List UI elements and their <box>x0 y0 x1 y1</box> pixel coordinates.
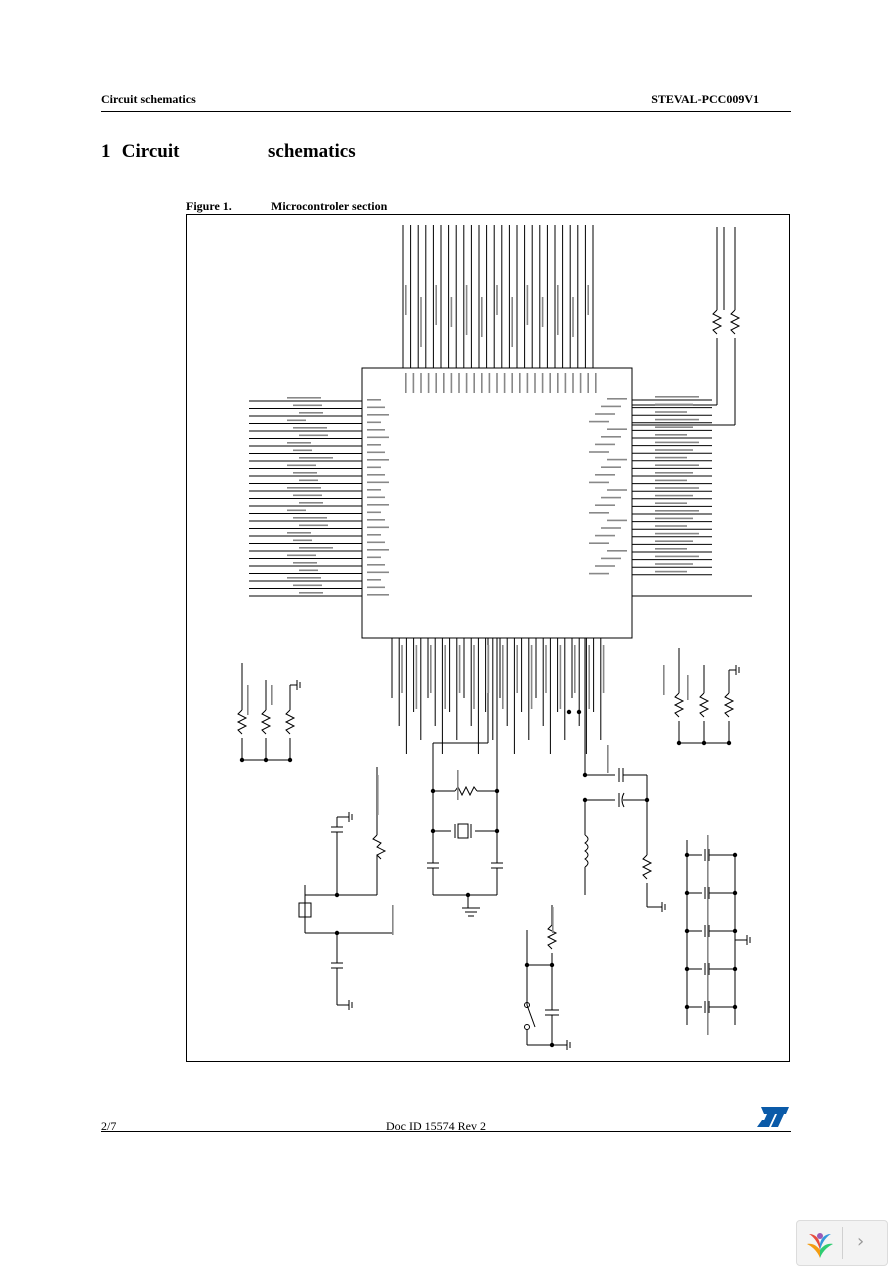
section-number: 1 <box>101 141 111 162</box>
figure-label: Figure 1. <box>186 199 232 213</box>
chevron-right-icon[interactable]: › <box>857 1231 865 1252</box>
page-navigation-widget: › <box>796 1220 888 1266</box>
junction-dots <box>239 709 738 1048</box>
footer-rule <box>101 1131 791 1132</box>
section-title-word-1: Circuit <box>121 141 180 162</box>
section-title-word-2: schematics <box>268 141 356 162</box>
section-heading: 1 Circuit schematics <box>101 141 356 163</box>
running-header-section: Circuit schematics <box>101 92 196 106</box>
running-header-product: STEVAL-PCC009V1 <box>651 92 759 106</box>
schematic-drawing <box>236 225 752 1050</box>
header-rule <box>101 111 791 112</box>
figure-caption: Microcontroler section <box>271 199 388 213</box>
document-id: Doc ID 15574 Rev 2 <box>386 1119 486 1133</box>
viewer-logo-icon[interactable] <box>805 1228 835 1265</box>
page-number: 2/7 <box>101 1119 117 1133</box>
widget-divider <box>842 1227 843 1259</box>
mcu-body <box>361 367 633 639</box>
st-logo-icon <box>755 1105 791 1129</box>
schematic-figure <box>186 214 790 1062</box>
